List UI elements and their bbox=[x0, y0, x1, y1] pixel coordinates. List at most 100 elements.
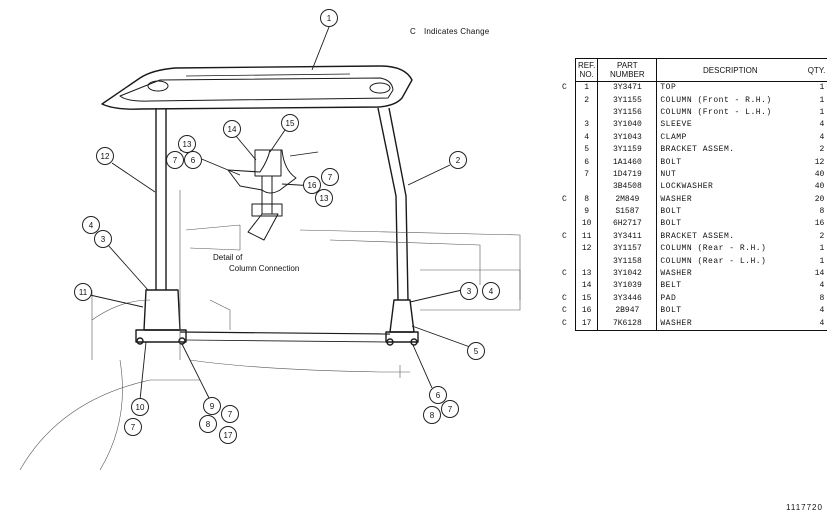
part-number: 3Y1158 bbox=[597, 255, 658, 268]
quantity: 1 bbox=[819, 107, 825, 117]
change-flag bbox=[559, 119, 576, 131]
quantity: 4 bbox=[819, 281, 825, 291]
quantity: 1 bbox=[819, 95, 825, 105]
callout: 6 bbox=[184, 151, 202, 169]
front-right-column bbox=[377, 107, 409, 301]
callout: 14 bbox=[223, 120, 241, 138]
rear-left-column bbox=[155, 108, 167, 290]
change-flag: C bbox=[562, 231, 567, 241]
description: LOCKWASHER bbox=[660, 182, 714, 192]
change-flag: C bbox=[562, 269, 567, 279]
ref-no: 12 bbox=[574, 243, 599, 256]
callout: 15 bbox=[281, 114, 299, 132]
part-number: 3B4508 bbox=[597, 181, 658, 194]
part-number: 1D4719 bbox=[597, 168, 658, 182]
callout: 17 bbox=[219, 426, 237, 444]
quantity: 4 bbox=[819, 306, 825, 316]
description: BOLT bbox=[660, 207, 682, 217]
change-flag bbox=[559, 132, 576, 144]
description: BRACKET ASSEM. bbox=[660, 231, 735, 241]
change-symbol: C bbox=[410, 27, 416, 36]
change-flag: C bbox=[562, 194, 567, 204]
part-number-header: PART NUMBER bbox=[597, 58, 658, 82]
callout: 7 bbox=[124, 418, 142, 436]
change-flag: C bbox=[562, 306, 567, 316]
callout: 11 bbox=[74, 283, 92, 301]
ref-no: 2 bbox=[574, 94, 599, 107]
change-flag: C bbox=[562, 293, 567, 303]
ref-no: 7 bbox=[574, 168, 599, 182]
change-flag bbox=[559, 169, 576, 181]
part-number: 6H2717 bbox=[597, 218, 658, 231]
quantity: 2 bbox=[819, 145, 825, 155]
ref-no: 6 bbox=[574, 156, 599, 169]
ref-no bbox=[574, 181, 599, 194]
description: WASHER bbox=[656, 317, 804, 331]
detail-label-line1: Detail of bbox=[213, 253, 243, 262]
change-flag bbox=[559, 280, 576, 292]
callout: 3 bbox=[94, 230, 112, 248]
callout: 8 bbox=[423, 406, 441, 424]
description: COLUMN (Rear - R.H.) bbox=[660, 244, 767, 254]
ref-no: 14 bbox=[574, 280, 599, 293]
callout: 8 bbox=[199, 415, 217, 433]
change-flag bbox=[559, 94, 576, 106]
part-number: 3Y3471 bbox=[597, 81, 658, 95]
quantity: 12 bbox=[814, 157, 825, 167]
ref-no bbox=[574, 255, 599, 268]
part-number: 3Y1042 bbox=[597, 267, 658, 281]
description: PAD bbox=[660, 293, 677, 303]
quantity: 4 bbox=[819, 120, 825, 130]
callout: 13 bbox=[315, 189, 333, 207]
quantity: 1 bbox=[819, 83, 825, 93]
callout: 6 bbox=[429, 386, 447, 404]
callout: 7 bbox=[221, 405, 239, 423]
callout: 7 bbox=[441, 400, 459, 418]
change-flag bbox=[559, 206, 576, 218]
quantity: 1 bbox=[819, 244, 825, 254]
change-flag bbox=[559, 107, 576, 119]
quantity: 1 bbox=[819, 256, 825, 266]
callout: 7 bbox=[321, 168, 339, 186]
description: SLEEVE bbox=[660, 120, 693, 130]
description: COLUMN (Rear - L.H.) bbox=[660, 256, 767, 266]
part-number: 3Y1043 bbox=[597, 131, 658, 144]
quantity: 4 bbox=[803, 317, 828, 331]
description: WASHER bbox=[660, 269, 693, 279]
quantity: 4 bbox=[819, 132, 825, 142]
part-number: 3Y3411 bbox=[597, 230, 658, 244]
ref-no: 11 bbox=[574, 230, 599, 244]
part-number: 3Y3446 bbox=[597, 292, 658, 306]
ref-no bbox=[574, 106, 599, 120]
description: BOLT bbox=[660, 157, 682, 167]
description: COLUMN (Front - R.H.) bbox=[660, 95, 772, 105]
callout: 10 bbox=[131, 398, 149, 416]
callout: 3 bbox=[460, 282, 478, 300]
callout: 16 bbox=[303, 176, 321, 194]
qty-header: QTY. bbox=[803, 58, 828, 82]
change-flag: C bbox=[562, 82, 567, 92]
detail-label: Detail of Column Connection bbox=[213, 252, 299, 274]
part-number: 2M849 bbox=[597, 193, 658, 206]
change-flag bbox=[559, 255, 576, 267]
description: WASHER bbox=[660, 194, 693, 204]
ref-no: 8 bbox=[574, 193, 599, 206]
quantity: 40 bbox=[814, 169, 825, 179]
ref-no: 9 bbox=[574, 205, 599, 219]
description: TOP bbox=[660, 83, 677, 93]
change-flag bbox=[559, 181, 576, 193]
